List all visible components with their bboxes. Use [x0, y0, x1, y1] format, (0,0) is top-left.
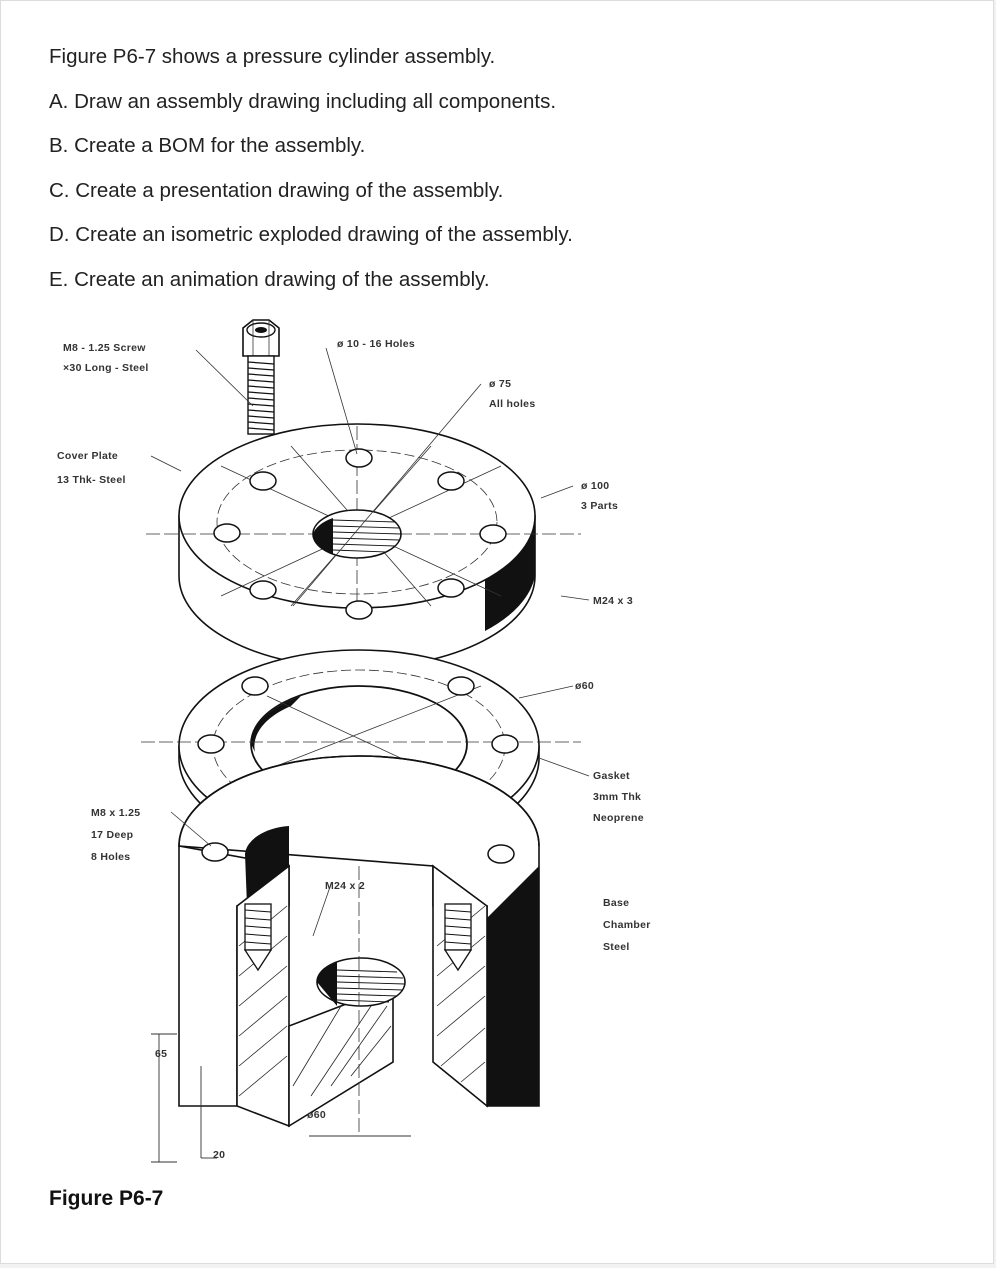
screw-part — [242, 319, 280, 435]
label-screw-1: M8 - 1.25 Screw — [63, 342, 146, 354]
label-dim20: 20 — [213, 1149, 225, 1161]
label-gasket-2: 3mm Thk — [593, 791, 641, 803]
figure-caption: Figure P6-7 — [49, 1187, 164, 1210]
label-m8-3: 8 Holes — [91, 851, 130, 863]
label-dia100-2: 3 Parts — [581, 500, 618, 512]
base-chamber-part — [178, 755, 540, 1136]
problem-statement: Figure P6-7 shows a pressure cylinder as… — [49, 45, 949, 312]
label-dia60-bottom: ø60 — [307, 1109, 326, 1121]
cover-plate-part — [146, 423, 581, 669]
label-m24x2: M24 x 2 — [325, 880, 365, 892]
assembly-figure: M8 - 1.25 Screw ×30 Long - Steel ø 10 - … — [41, 306, 681, 1176]
leader-lines — [150, 347, 590, 937]
label-cover-1: Cover Plate — [57, 450, 118, 462]
task-d: D. Create an isometric exploded drawing … — [49, 223, 573, 246]
label-gasket-3: Neoprene — [593, 812, 644, 824]
label-base-3: Steel — [603, 941, 630, 953]
label-dia100-1: ø 100 — [581, 480, 609, 492]
label-m8-1: M8 x 1.25 — [91, 807, 140, 819]
label-holes16: ø 10 - 16 Holes — [337, 338, 415, 350]
problem-intro: Figure P6-7 shows a pressure cylinder as… — [49, 45, 496, 68]
label-dia75-1: ø 75 — [489, 378, 511, 390]
label-base-2: Chamber — [603, 919, 651, 931]
label-base-1: Base — [603, 897, 629, 909]
label-dia60-top: ø60 — [575, 680, 594, 692]
exploded-assembly-drawing: M8 - 1.25 Screw ×30 Long - Steel ø 10 - … — [57, 319, 651, 1163]
task-b: B. Create a BOM for the assembly. — [49, 134, 366, 157]
label-dim65: 65 — [155, 1048, 167, 1060]
label-m8-2: 17 Deep — [91, 829, 133, 841]
label-m24x3: M24 x 3 — [593, 595, 633, 607]
callout-labels: M8 - 1.25 Screw ×30 Long - Steel ø 10 - … — [57, 338, 651, 1161]
task-c: C. Create a presentation drawing of the … — [49, 178, 504, 202]
dimension-lines — [151, 1033, 411, 1163]
task-a: A. Draw an assembly drawing including al… — [49, 89, 557, 113]
label-dia75-2: All holes — [489, 398, 535, 410]
label-cover-2: 13 Thk- Steel — [57, 474, 126, 486]
task-e: E. Create an animation drawing of the as… — [49, 267, 490, 291]
label-gasket-1: Gasket — [593, 770, 630, 782]
label-screw-2: ×30 Long - Steel — [63, 362, 149, 374]
